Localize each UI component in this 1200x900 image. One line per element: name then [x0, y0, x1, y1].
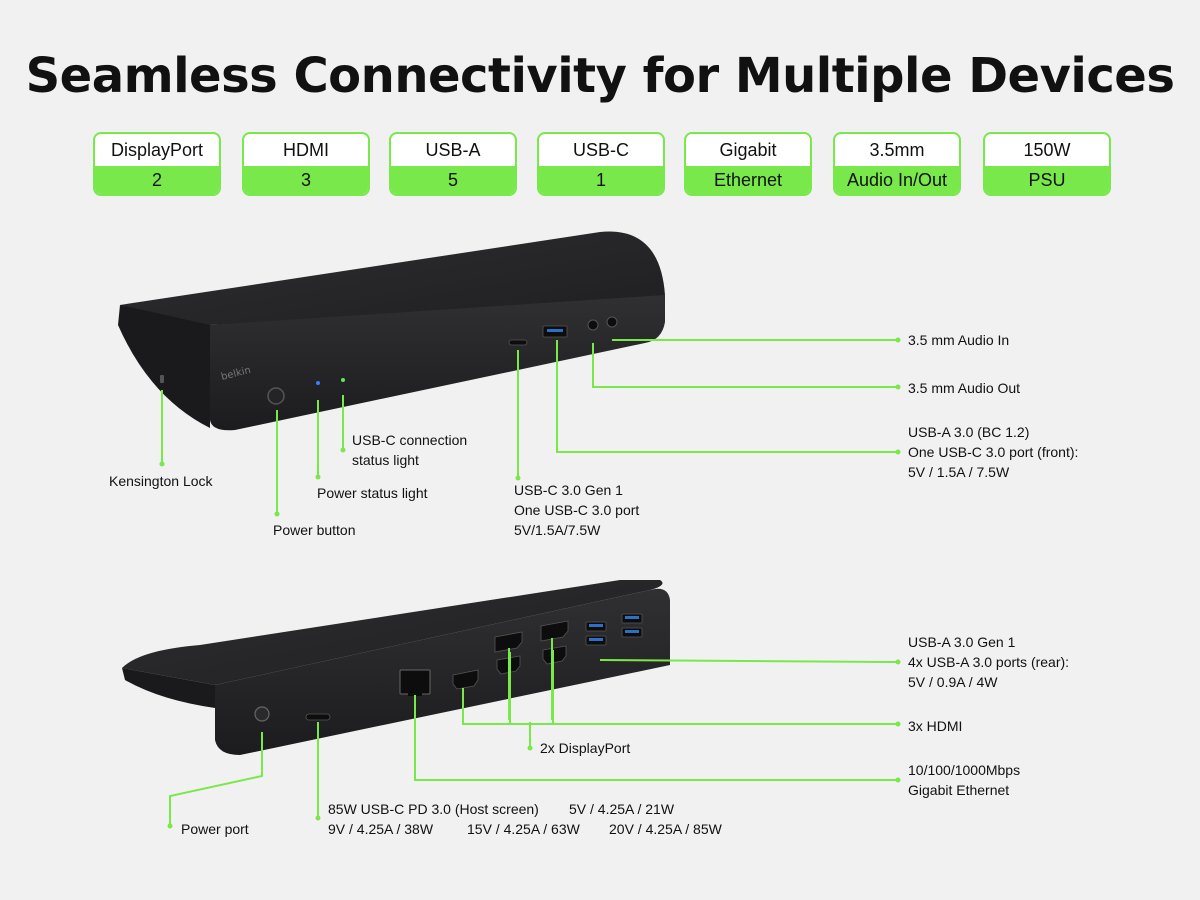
audio-out-jack-icon [587, 319, 599, 331]
hdmi-port-icon [452, 669, 479, 690]
label-power-light: Power status light [317, 485, 428, 501]
spec-usb-c: USB-C 1 [537, 132, 665, 196]
ethernet-port-icon [399, 669, 431, 695]
spec-hdmi: HDMI 3 [242, 132, 370, 196]
callout-dots [159, 337, 901, 829]
displayport-port-icon [494, 631, 523, 653]
label-line: status light [352, 452, 419, 468]
spec-label: USB-C [572, 140, 629, 160]
callout-lines [161, 339, 899, 826]
rear-usba-tongue-icon [589, 624, 603, 627]
label-power-port: Power port [181, 821, 249, 837]
callout-power-port [169, 732, 263, 826]
spec-usb-a: USB-A 5 [389, 132, 517, 196]
spec-value: Audio In/Out [835, 166, 959, 194]
spec-value: 1 [539, 166, 663, 194]
label-pd-5v: 5V / 4.25A / 21W [569, 801, 675, 817]
spec-label: 3.5mm [869, 140, 925, 160]
audio-in-jack-icon [606, 316, 618, 328]
spec-psu: 150W PSU [983, 132, 1111, 196]
spec-label: USB-A [425, 140, 481, 160]
label-power-button: Power button [273, 522, 356, 538]
label-line: Gigabit Ethernet [908, 782, 1010, 798]
spec-value: 3 [244, 166, 368, 194]
label-pd-title: 85W USB-C PD 3.0 (Host screen) [328, 801, 539, 817]
power-port-icon [254, 706, 270, 722]
displayport-port-icon [540, 620, 569, 642]
callout-front-usba [556, 340, 898, 453]
rear-usbc-pd-port-icon [305, 713, 331, 721]
label-line: 5V / 1.5A / 7.5W [908, 464, 1010, 480]
callout-ethernet [414, 695, 898, 781]
label-kensington: Kensington Lock [109, 473, 213, 489]
spec-label: DisplayPort [110, 140, 204, 160]
label-line: One USB-C 3.0 port [514, 502, 640, 518]
power-light-icon [316, 381, 320, 385]
rear-usba-tongue-icon [625, 616, 639, 619]
rear-usba-tongue-icon [589, 638, 603, 641]
callout-audio-out [592, 343, 898, 388]
spec-value: PSU [985, 166, 1109, 194]
label-line: USB-A 3.0 Gen 1 [908, 634, 1016, 650]
label-audio-out: 3.5 mm Audio Out [908, 380, 1021, 396]
label-line: 5V / 0.9A / 4W [908, 674, 998, 690]
label-line: USB-C connection [352, 432, 468, 448]
front-dock: belkin [118, 231, 665, 431]
spec-label: Gigabit [719, 140, 777, 160]
power-button-icon [267, 387, 285, 405]
callout-hdmi [462, 688, 898, 725]
kensington-slot-icon [160, 375, 164, 383]
rear-usba-tongue-icon [625, 630, 639, 633]
page-title: Seamless Connectivity for Multiple Devic… [25, 48, 1175, 104]
front-usba-tongue-icon [547, 329, 563, 332]
callout-displayport [508, 638, 553, 748]
label-rear-usba: USB-A 3.0 Gen 1 4x USB-A 3.0 ports (rear… [908, 632, 1069, 692]
label-pd-20v: 20V / 4.25A / 85W [609, 821, 722, 837]
usbc-light-icon [341, 378, 345, 382]
label-displayport: 2x DisplayPort [540, 740, 631, 756]
label-pd-9v: 9V / 4.25A / 38W [328, 821, 434, 837]
label-front-usba: USB-A 3.0 (BC 1.2) One USB-C 3.0 port (f… [908, 422, 1078, 482]
spec-value: 2 [95, 166, 219, 194]
label-usbc-light: USB-C connection status light [352, 430, 467, 470]
spec-ethernet: Gigabit Ethernet [684, 132, 812, 196]
label-line: USB-C 3.0 Gen 1 [514, 482, 623, 498]
rear-dock [122, 580, 670, 755]
label-line: 5V/1.5A/7.5W [514, 522, 601, 538]
label-line: 4x USB-A 3.0 ports (rear): [908, 654, 1070, 670]
spec-label: HDMI [283, 140, 329, 160]
spec-value: 5 [391, 166, 515, 194]
label-front-usbc: USB-C 3.0 Gen 1 One USB-C 3.0 port 5V/1.… [514, 480, 639, 540]
label-hdmi: 3x HDMI [908, 718, 963, 734]
label-line: 10/100/1000Mbps [908, 762, 1021, 778]
label-line: One USB-C 3.0 port (front): [908, 444, 1079, 460]
spec-value: Ethernet [686, 166, 810, 194]
label-line: USB-A 3.0 (BC 1.2) [908, 424, 1030, 440]
callout-rear-usba [599, 659, 899, 663]
label-audio-in: 3.5 mm Audio In [908, 332, 1010, 348]
spec-label: 150W [1023, 140, 1071, 160]
label-pd-15v: 15V / 4.25A / 63W [467, 821, 580, 837]
spec-audio: 3.5mm Audio In/Out [833, 132, 961, 196]
spec-displayport: DisplayPort 2 [93, 132, 221, 196]
front-usbc-port-icon [508, 339, 528, 346]
label-ethernet: 10/100/1000Mbps Gigabit Ethernet [908, 760, 1020, 800]
hdmi-port-icon [542, 645, 567, 665]
ethernet-clip-icon [408, 692, 422, 696]
